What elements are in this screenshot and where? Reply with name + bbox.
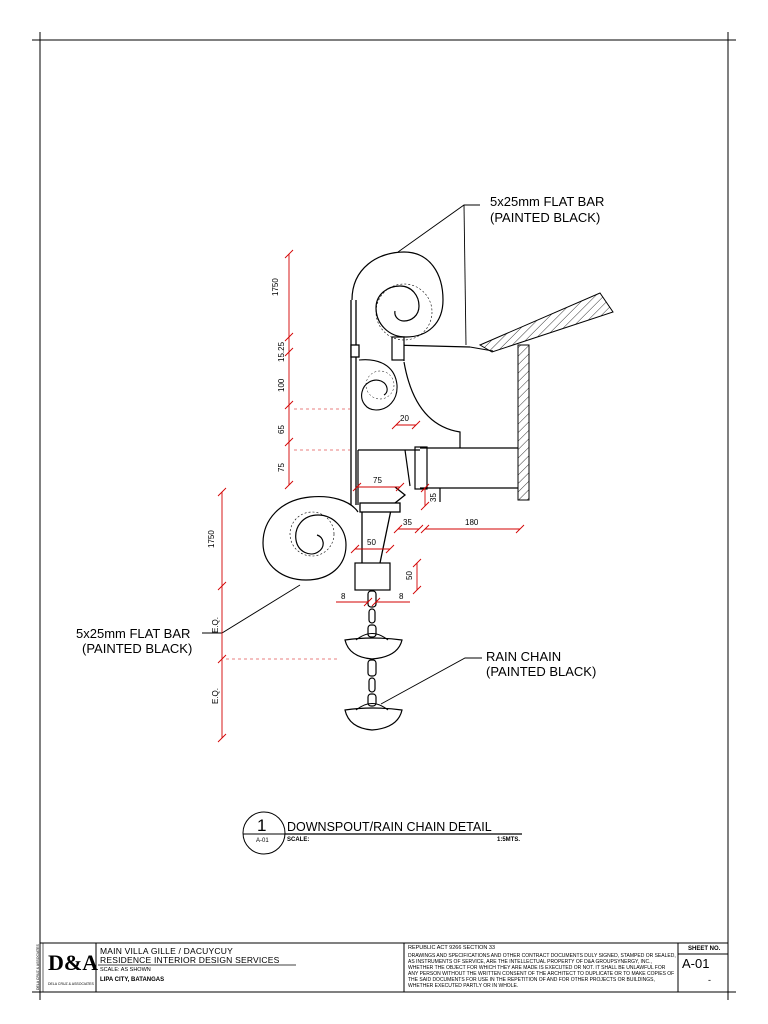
detail-scale-label: SCALE:: [287, 837, 310, 843]
dim-75: 75: [373, 476, 382, 485]
dim-eq-2: E.Q.: [211, 687, 220, 704]
detail-sheet-ref: A-01: [256, 838, 269, 844]
dim-8-right: 8: [399, 592, 404, 601]
firm-logo-sub: DELA CRUZ & ASSOCIATES: [48, 982, 94, 986]
dim-75-left: 75: [277, 463, 286, 472]
sheet-dash: -: [708, 975, 711, 985]
sheet-no-label: SHEET NO.: [688, 946, 721, 952]
detail-marker: [242, 811, 522, 855]
callout-rain-chain-line1: RAIN CHAIN: [486, 649, 562, 664]
project-line-2: RESIDENCE INTERIOR DESIGN SERVICES: [100, 955, 280, 965]
gutter-bracket: [357, 336, 518, 505]
firm-side-text: DELA CRUZ & ASSOCIATES: [36, 944, 40, 990]
downspout-post: [350, 300, 407, 564]
callout-flat-bar-top-line1: 5x25mm FLAT BAR: [490, 194, 605, 209]
dim-50-vertical: 50: [405, 571, 414, 580]
dim-20: 20: [400, 414, 409, 423]
project-location: LIPA CITY, BATANGAS: [100, 977, 165, 983]
roof-rafter: [469, 292, 614, 353]
scroll-ornament-top: [351, 251, 444, 341]
rain-chain: [344, 590, 403, 731]
fascia-wall: [517, 344, 530, 501]
dim-50-horizontal: 50: [367, 538, 376, 547]
legal-heading: REPUBLIC ACT 9266 SECTION 33: [408, 945, 496, 951]
scroll-ornament-middle: [358, 359, 398, 411]
detail-number: 1: [257, 816, 267, 835]
detail-scale-value: 1:5MTS.: [497, 837, 521, 843]
callout-rain-chain-line2: (PAINTED BLACK): [486, 664, 597, 679]
callout-flat-bar-top-line2: (PAINTED BLACK): [490, 210, 601, 225]
dim-35-horizontal: 35: [403, 518, 412, 527]
sheet-border: [32, 32, 736, 1000]
callout-flat-bar-left-line2: (PAINTED BLACK): [82, 641, 193, 656]
firm-logo: D&A: [48, 950, 99, 975]
chain-block: [354, 562, 391, 591]
dim-180: 180: [465, 518, 479, 527]
project-scale: SCALE: AS SHOWN: [100, 967, 151, 973]
detail-title: DOWNSPOUT/RAIN CHAIN DETAIL: [287, 820, 492, 834]
scroll-ornament-left: [262, 495, 359, 581]
sheet-no: A-01: [682, 956, 710, 971]
project-line-1: MAIN VILLA GILLE / DACUYCUY: [100, 946, 233, 956]
dim-1750-top: 1750: [271, 278, 280, 296]
dim-eq-1: E.Q.: [211, 616, 220, 633]
title-block-frame: [40, 942, 728, 992]
legal-text: DRAWINGS AND SPECIFICATIONS AND OTHER CO…: [408, 953, 676, 989]
dim-1750-left: 1750: [207, 530, 216, 548]
dim-35-vertical: 35: [429, 493, 438, 502]
dim-15-25: 15.25: [277, 341, 286, 362]
callout-flat-bar-left-line1: 5x25mm FLAT BAR: [76, 626, 191, 641]
dim-65: 65: [277, 425, 286, 434]
dim-8-left: 8: [341, 592, 346, 601]
dimension-lines: [217, 249, 525, 743]
dim-100: 100: [277, 378, 286, 392]
